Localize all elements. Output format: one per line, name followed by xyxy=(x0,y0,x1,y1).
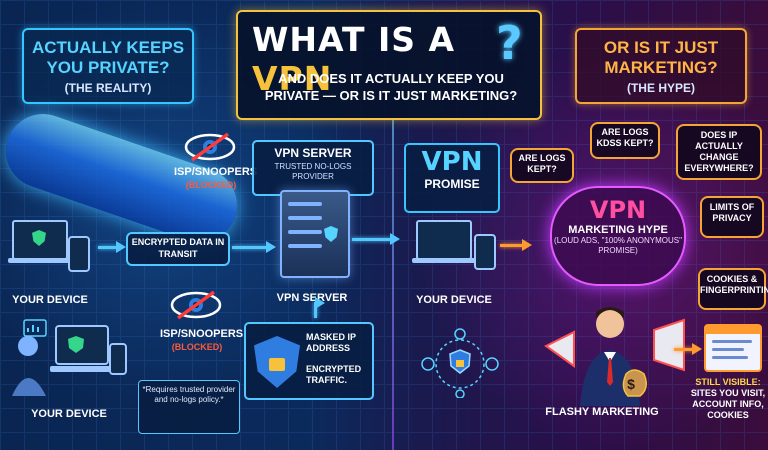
title-highlight: VPN xyxy=(252,59,333,98)
your-device-label-2: YOUR DEVICE xyxy=(31,408,107,420)
page-title: WHAT IS A VPN xyxy=(252,20,540,98)
flashy-marketing-label: FLASHY MARKETING xyxy=(545,406,659,418)
laptop-icon xyxy=(412,220,476,264)
money-sign-icon: $ xyxy=(627,376,635,392)
bubble-logs-kept: ARE LOGS KEPT? xyxy=(510,148,574,183)
arrow xyxy=(232,241,276,253)
bubble-ip-change: DOES IP ACTUALLY CHANGE EVERYWHERE? xyxy=(676,124,762,180)
user-with-laptop-icon xyxy=(12,319,127,396)
snooper-eye-icon xyxy=(184,132,236,162)
vpn-server-card: VPN SERVER TRUSTED NO-LOGS PROVIDER xyxy=(252,140,374,196)
vpn-promise-card: VPN PROMISE xyxy=(404,143,500,213)
arrow xyxy=(352,233,400,245)
still-visible-block: STILL VISIBLE: SITES YOU VISIT, ACCOUNT … xyxy=(688,377,768,421)
still-visible-detail: SITES YOU VISIT, ACCOUNT INFO, COOKIES xyxy=(690,388,766,420)
reality-header-box: ACTUALLY KEEPS YOU PRIVATE? (THE REALITY… xyxy=(22,28,194,104)
vpn-server-title: VPN SERVER xyxy=(274,146,352,160)
still-visible-title: STILL VISIBLE: xyxy=(695,377,761,387)
lock-shield-icon xyxy=(254,336,300,388)
requirement-note: *Requires trusted provider and no-logs p… xyxy=(138,380,240,434)
title-prefix: WHAT IS A xyxy=(252,20,456,59)
arrow-down xyxy=(314,297,325,318)
blocked-label-top: (BLOCKED) xyxy=(185,180,237,190)
reality-header-subtitle: (THE REALITY) xyxy=(64,81,152,95)
marketing-hype-cloud: VPN MARKETING HYPE (LOUD ADS, "100% ANON… xyxy=(550,186,686,286)
snooper-eye-icon xyxy=(170,290,222,320)
hype-header-box: OR IS IT JUST MARKETING? (THE HYPE) xyxy=(575,28,747,104)
laptop-icon xyxy=(8,220,72,264)
isp-label-bottom: ISP/SNOOPERS xyxy=(160,328,244,340)
security-icons xyxy=(421,328,499,398)
vpn-server-subtitle: TRUSTED NO-LOGS PROVIDER xyxy=(274,162,352,181)
cloud-title: MARKETING HYPE xyxy=(568,224,668,236)
bubble-cookies: COOKIES & FINGERPRINTING xyxy=(698,268,768,310)
page-subtitle: AND DOES IT ACTUALLY KEEP YOU PRIVATE — … xyxy=(264,71,518,103)
browser-window-icon xyxy=(704,324,762,372)
cloud-subtitle: (LOUD ADS, "100% ANONYMOUS" PROMISE) xyxy=(554,236,682,255)
bubble-logs-kept-2: ARE LOGS KDSS KEPT? xyxy=(590,122,660,159)
promise-label: PROMISE xyxy=(424,177,480,191)
bubble-limits: LIMITS OF PRIVACY xyxy=(700,196,764,238)
title-box: WHAT IS A VPN ? AND DOES IT ACTUALLY KEE… xyxy=(236,10,542,120)
phone-icon xyxy=(474,234,496,270)
blocked-label-bottom: (BLOCKED) xyxy=(171,342,223,352)
reality-header-title: ACTUALLY KEEPS YOU PRIVATE? xyxy=(31,38,185,77)
marketer-with-megaphones-icon xyxy=(544,307,685,406)
hype-header-subtitle: (THE HYPE) xyxy=(626,81,695,95)
question-mark-icon: ? xyxy=(496,16,523,70)
shield-icon xyxy=(324,226,338,242)
masked-ip-card: MASKED IP ADDRESS ENCRYPTED TRAFFIC. xyxy=(244,322,374,400)
masked-ip-text: MASKED IP ADDRESS xyxy=(306,332,356,353)
panel-divider xyxy=(392,120,394,450)
phone-icon xyxy=(68,236,90,272)
arrow xyxy=(98,241,126,253)
encrypted-data-label: ENCRYPTED DATA IN TRANSIT xyxy=(126,232,230,266)
promise-vpn: VPN xyxy=(421,147,483,177)
isp-label-top: ISP/SNOOPERS xyxy=(174,166,258,178)
cloud-vpn: VPN xyxy=(589,196,647,224)
encrypted-traffic-text: ENCRYPTED TRAFFIC. xyxy=(306,364,362,385)
your-device-label-3: YOUR DEVICE xyxy=(416,294,492,306)
arrow xyxy=(500,239,532,251)
server-icon xyxy=(280,190,350,278)
hype-header-title: OR IS IT JUST MARKETING? xyxy=(603,38,719,77)
vpn-server-label: VPN SERVER xyxy=(276,292,348,304)
arrow xyxy=(674,343,702,355)
your-device-label-1: YOUR DEVICE xyxy=(12,294,88,306)
